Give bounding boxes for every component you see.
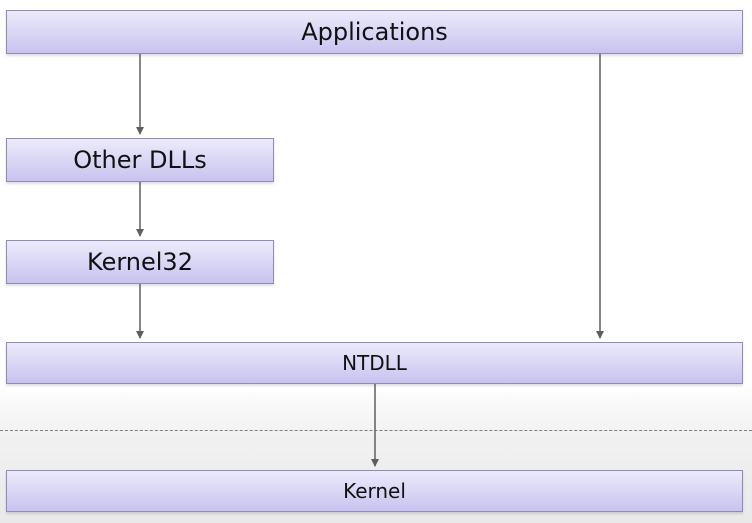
applications-layer-label: Applications — [301, 18, 448, 46]
kernel32-layer-box: Kernel32 — [6, 240, 274, 284]
other-dlls-layer-box: Other DLLs — [6, 138, 274, 182]
user-kernel-divider — [0, 430, 752, 431]
ntdll-layer-label: NTDLL — [342, 351, 407, 375]
kernel-layer-box: Kernel — [6, 470, 743, 512]
other-dlls-layer-label: Other DLLs — [73, 146, 207, 174]
kernel32-layer-label: Kernel32 — [87, 248, 193, 276]
kernel-layer-label: Kernel — [343, 479, 406, 503]
applications-layer-box: Applications — [6, 10, 743, 54]
ntdll-layer-box: NTDLL — [6, 342, 743, 384]
